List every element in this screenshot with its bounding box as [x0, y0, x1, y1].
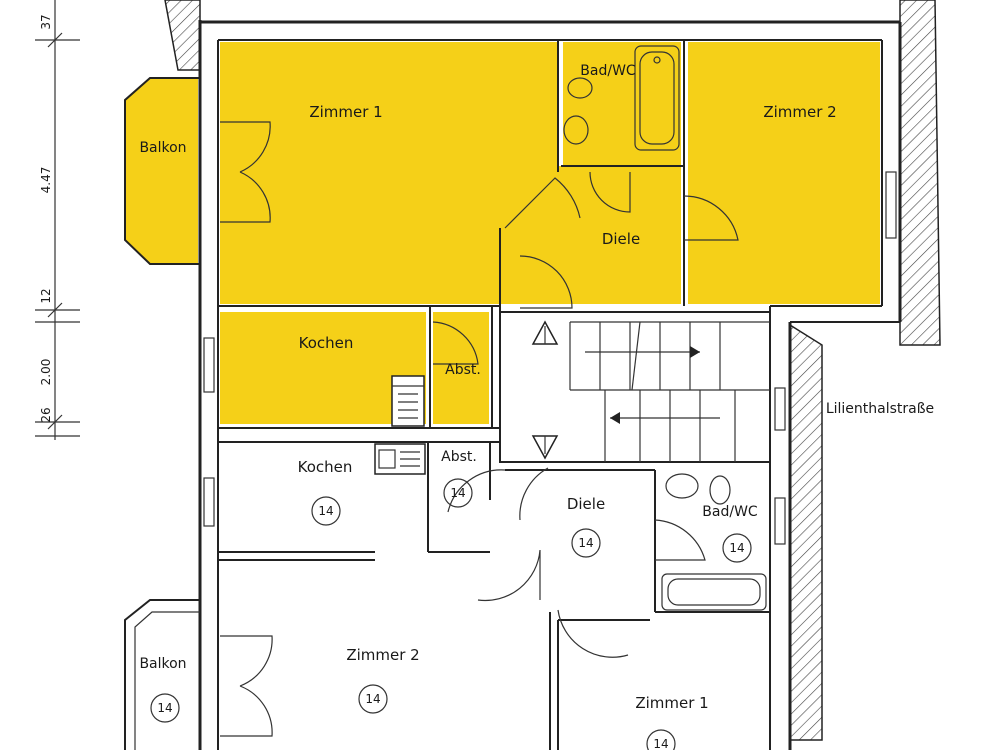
roof-hatching [164, 0, 941, 741]
street-label: Lilienthalstraße [826, 401, 934, 417]
dim-label-26: 26 [39, 407, 53, 422]
upper-room-1-label: Zimmer 1 [309, 103, 382, 121]
stair-treads [585, 321, 736, 462]
upper-room-2-area [688, 42, 880, 304]
lower-hall-tag [571, 528, 601, 558]
lower-room-1-tag [646, 729, 676, 750]
upper-unit-fill [125, 42, 880, 424]
upper-balcony-label: Balkon [139, 140, 186, 156]
lower-balcony-tag-text: 14 [157, 701, 172, 715]
lower-room-1-label: Zimmer 1 [635, 694, 708, 712]
upper-toilet [563, 115, 589, 145]
fixtures [203, 45, 897, 611]
lower-bath-tag [722, 533, 752, 563]
lower-storage-tag [443, 478, 473, 508]
lower-kitchen-tag-text: 14 [318, 504, 333, 518]
dimension-chain: 37 4.47 12 2.00 26 [35, 0, 80, 440]
dim-label-200: 2.00 [39, 359, 53, 386]
upper-hall-label: Diele [602, 230, 640, 248]
dim-label-37: 37 [39, 14, 53, 29]
upper-kitchen-label: Kochen [299, 334, 354, 352]
lower-hall-label: Diele [567, 495, 605, 513]
lower-sink [665, 473, 699, 499]
upper-sink [567, 77, 593, 99]
balcony-lower [124, 599, 200, 750]
lower-balcony-label: Balkon [139, 656, 186, 672]
upper-balcony-area [125, 78, 198, 264]
balcony-upper [124, 77, 200, 265]
upper-bath-label: Bad/WC [580, 63, 636, 79]
lower-room-2-tag [358, 684, 388, 714]
upper-storage-label: Abst. [445, 362, 481, 378]
lower-storage-tag-text: 14 [450, 486, 465, 500]
upper-storage-area [433, 312, 489, 424]
lower-bathtub [661, 573, 767, 611]
dim-label-12: 12 [39, 288, 53, 303]
dim-label-447: 4.47 [39, 167, 53, 194]
lower-hall-tag-text: 14 [578, 536, 593, 550]
lower-room-2-label: Zimmer 2 [346, 646, 419, 664]
lower-kitchen-label: Kochen [298, 458, 353, 476]
lower-room-2-tag-text: 14 [365, 692, 380, 706]
upper-hall-area [505, 166, 681, 304]
doors [220, 121, 739, 737]
lower-bath-label: Bad/WC [702, 504, 758, 520]
lower-kitchen-tag [311, 496, 341, 526]
walls [198, 20, 902, 750]
upper-room-2-label: Zimmer 2 [763, 103, 836, 121]
lower-toilet [709, 475, 731, 505]
lower-storage-label: Abst. [441, 449, 477, 465]
lower-bath-tag-text: 14 [729, 541, 744, 555]
lower-balcony-tag [150, 693, 180, 723]
lower-room-1-tag-text: 14 [653, 737, 668, 750]
upper-bath-area [563, 42, 681, 166]
